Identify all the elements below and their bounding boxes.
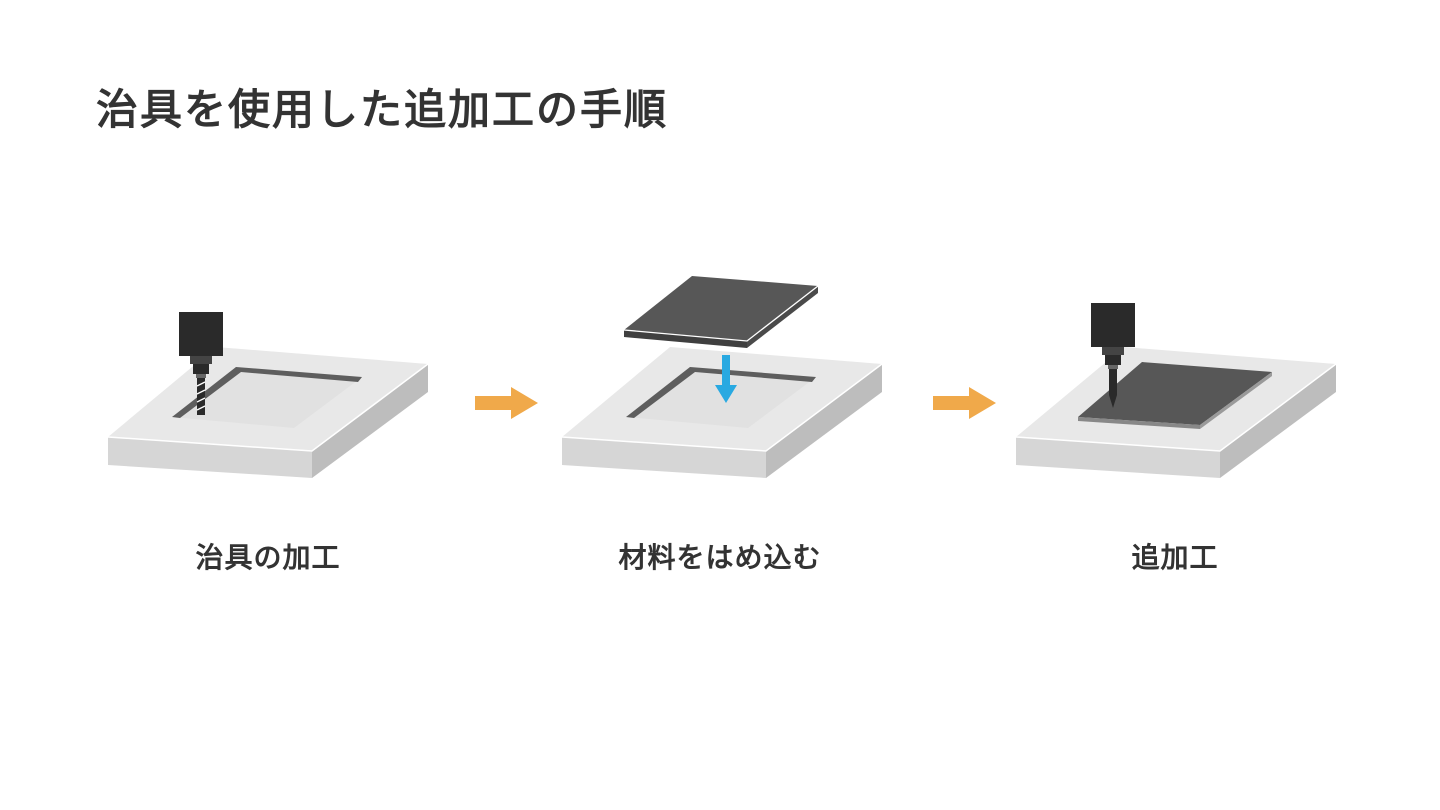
- jig-front-face: [562, 437, 766, 478]
- mill-spindle-icon: [1091, 303, 1135, 369]
- step-2-illustration: [561, 276, 883, 478]
- step-1-illustration: [107, 312, 429, 478]
- jig-pocket: [626, 367, 816, 428]
- jig-front-face: [1016, 437, 1220, 478]
- jig-front-face: [108, 437, 312, 478]
- end-mill-icon: [196, 378, 206, 415]
- chamfer-tool-icon: [1109, 369, 1117, 408]
- insert-arrow-icon: [715, 355, 737, 403]
- mill-spindle-icon: [179, 312, 223, 378]
- page-title: 治具を使用した追加工の手順: [96, 85, 669, 134]
- flow-arrow-icon: [475, 387, 538, 419]
- step-3-label: 追加工: [1131, 541, 1219, 574]
- material-plate-icon: [1078, 362, 1272, 429]
- step-1-label: 治具の加工: [195, 541, 341, 574]
- jig-pocket: [172, 367, 362, 428]
- step-3-illustration: [1015, 303, 1337, 478]
- flow-arrow-icon: [933, 387, 996, 419]
- material-plate-icon: [623, 276, 819, 348]
- step-2-label: 材料をはめ込む: [618, 541, 822, 574]
- jig-side-face: [312, 364, 428, 478]
- jig-side-face: [766, 364, 882, 478]
- jig-side-face: [1220, 364, 1336, 478]
